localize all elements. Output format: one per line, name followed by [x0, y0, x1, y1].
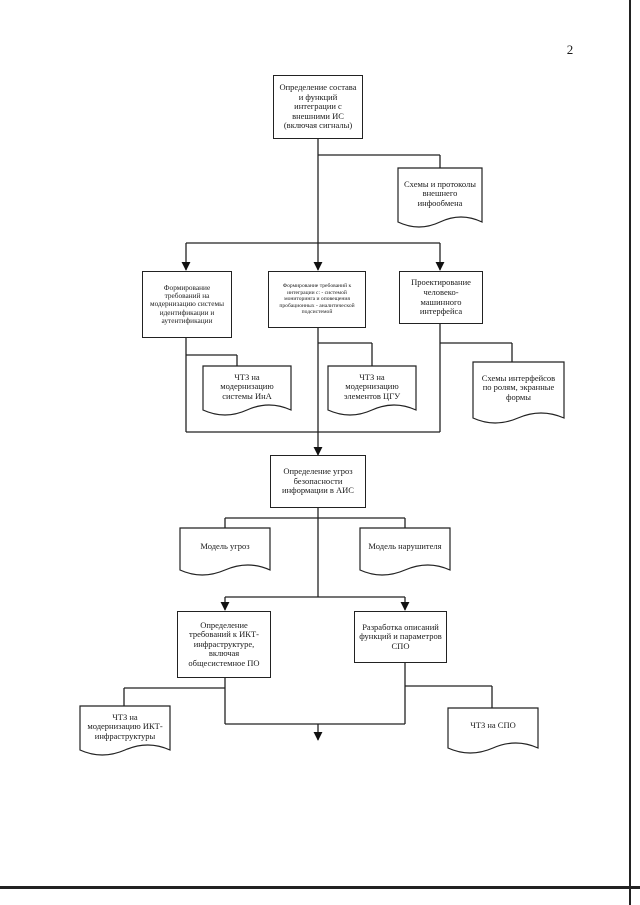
doc-chtz-spo: ЧТЗ на СПО — [470, 720, 516, 731]
right-border-line — [629, 0, 631, 905]
doc-shape-interface-schemes — [472, 361, 565, 424]
node-req-integration: Формирование требований к интеграции с: … — [268, 271, 366, 328]
doc-shape-chtz-spo — [447, 707, 539, 754]
doc-chtz-cgu: ЧТЗ на модернизацию элементов ЦГУ — [343, 371, 401, 401]
node-hmi-design: Проектирование человеко-машинного интерф… — [399, 271, 483, 324]
doc-intruder-model: Модель нарушителя — [368, 541, 442, 552]
bottom-border-line — [0, 886, 640, 889]
node-threats: Определение угроз безопасности информаци… — [270, 455, 366, 508]
doc-shape-chtz-ict — [79, 705, 171, 756]
node-define-integration: Определение состава и функций интеграции… — [273, 75, 363, 139]
doc-shape-threat-model — [179, 527, 271, 576]
doc-shape-chtz-cgu — [327, 365, 417, 416]
node-spo-desc: Разработка описаний функций и параметров… — [354, 611, 447, 663]
doc-threat-model: Модель угроз — [200, 541, 250, 552]
doc-interface-schemes: Схемы интерфейсов по ролям, экранные фор… — [481, 372, 556, 402]
doc-chtz-ina: ЧТЗ на модернизацию системы ИнА — [220, 371, 274, 401]
doc-schemes-protocols: Схемы и протоколы внешнего инфообмена — [404, 178, 476, 208]
doc-shape-schemes-protocols — [397, 167, 483, 228]
node-req-ina: Формирование требований на модернизацию … — [142, 271, 232, 338]
page-number: 2 — [566, 42, 574, 57]
doc-shape-intruder-model — [359, 527, 451, 576]
doc-chtz-ict: ЧТЗ на модернизацию ИКТ-инфраструктуры — [87, 711, 163, 741]
node-ict-req: Определение требований к ИКТ-инфраструкт… — [177, 611, 271, 678]
doc-shape-chtz-ina — [202, 365, 292, 416]
